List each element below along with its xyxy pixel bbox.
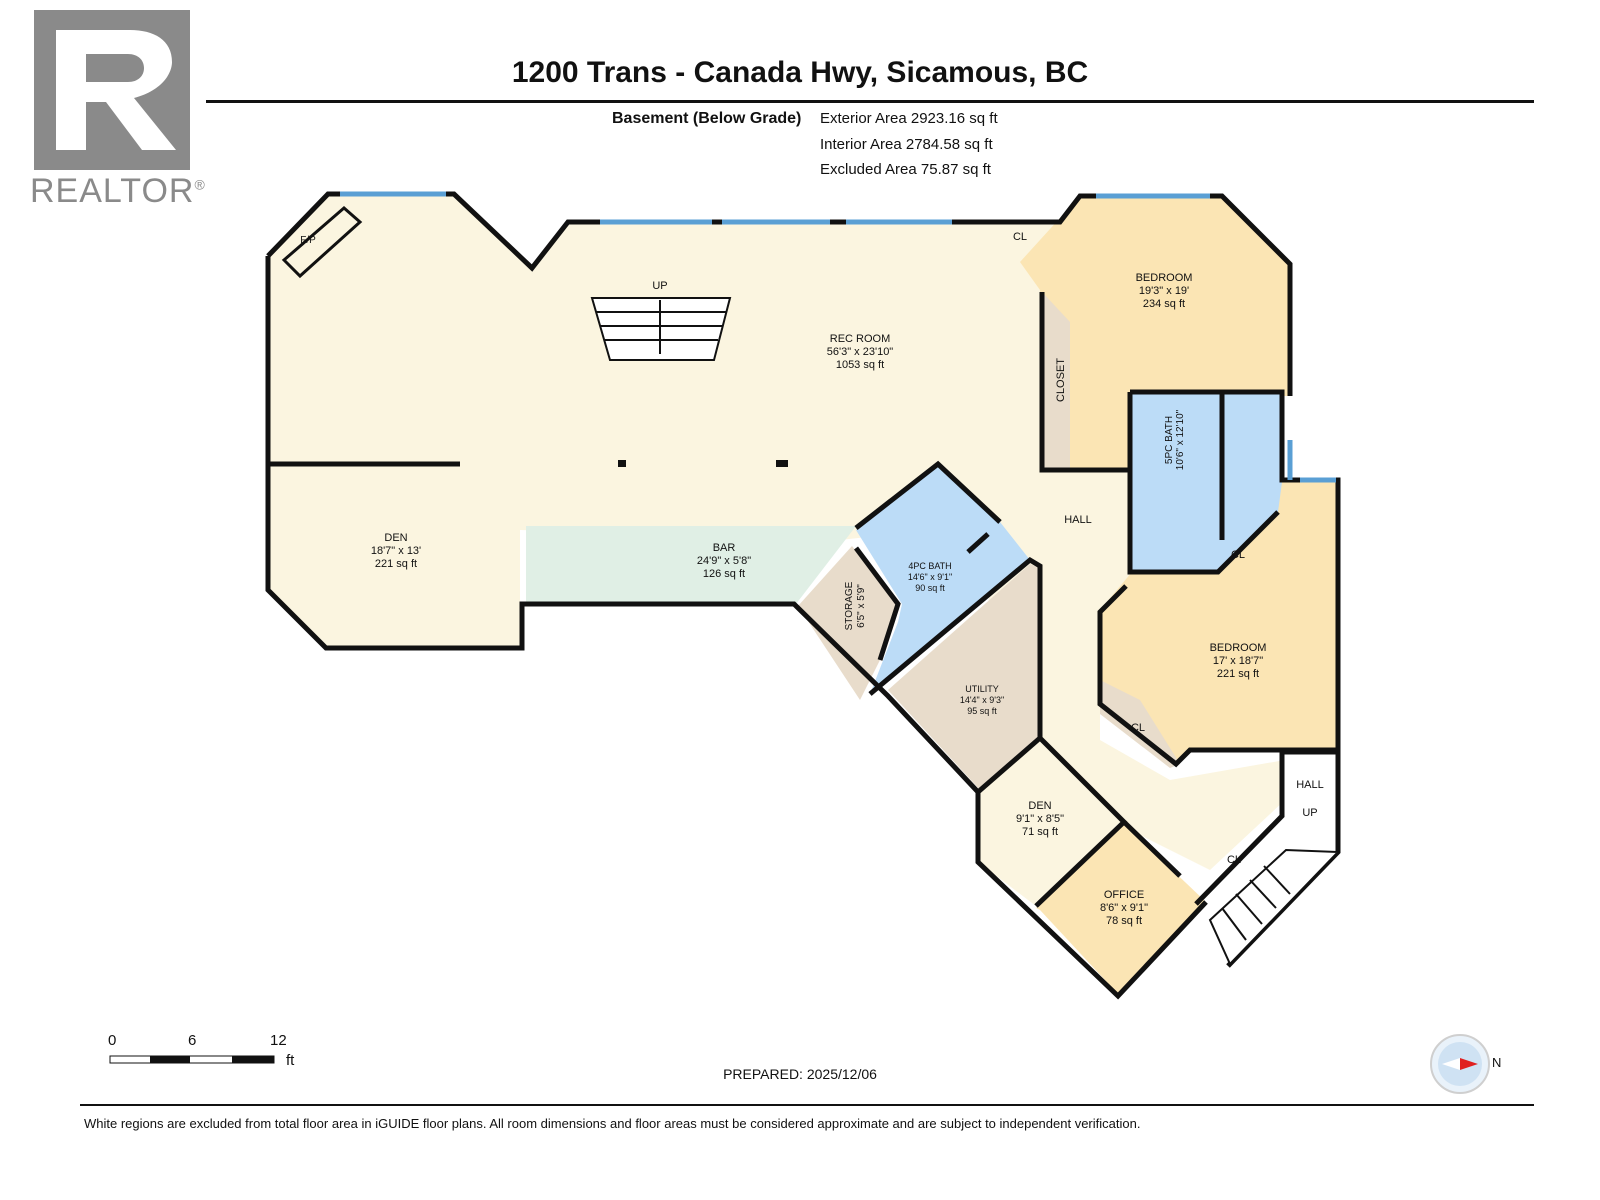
bedroom-2-dims: 17' x 18'7" [1213,655,1263,667]
den-1-area-text: 221 sq ft [375,558,417,570]
walls [265,191,1341,1000]
closet-label-1: CL [1013,231,1027,243]
stairs-up-label-1: UP [652,280,667,292]
closet-label-2: CL [1231,549,1245,561]
floor-name: Basement (Below Grade) [612,110,802,127]
bedroom-1-name: BEDROOM [1136,272,1193,284]
closet-label: CLOSET [1055,358,1067,402]
utility-area [888,564,1040,790]
stair-hall-area [1282,752,1338,852]
bath-4pc-dims: 14'6" x 9'1" [908,572,952,582]
hall-label-2: HALL [1296,779,1324,791]
rec-room-area [268,194,1060,540]
rec-room-name: REC ROOM [830,333,891,345]
bath-4pc-area [856,464,1030,694]
realtor-r-logo-icon [34,10,190,170]
bath-4pc-area-text: 90 sq ft [915,583,945,593]
page-title: 1200 Trans - Canada Hwy, Sicamous, BC [511,56,1089,89]
closet-label-3: CL [1131,722,1145,734]
office-name: OFFICE [1104,889,1144,901]
rec-room-area-text: 1053 sq ft [836,359,884,371]
interior-area: Interior Area 2784.58 sq ft [820,136,993,153]
fireplace-label: F/P [300,235,316,246]
scale-tick-6: 6 [188,1032,197,1049]
bedroom-2-area-text: 221 sq ft [1217,668,1259,680]
storage-name: STORAGE [844,581,855,630]
bar-name: BAR [713,542,736,554]
closet-area [1042,292,1070,470]
office-area-text: 78 sq ft [1106,915,1142,927]
closet-bedroom-2-area [1100,680,1180,768]
stairs-down-right-icon [1208,848,1341,966]
rec-room-dims: 56'3" x 23'10" [827,346,894,358]
den-1-area [268,466,520,648]
scale-unit: ft [286,1052,295,1069]
office-area [1036,824,1206,994]
den-2-area [978,738,1120,906]
exterior-area: Exterior Area 2923.16 sq ft [820,110,998,127]
bar-dims: 24'9" x 5'8" [697,555,751,567]
den-2-dims: 9'1" x 8'5" [1016,813,1064,825]
realtor-logo [34,10,190,170]
hall-label-1: HALL [1064,514,1092,526]
scale-tick-0: 0 [108,1032,117,1049]
den-1-name: DEN [384,532,407,544]
storage-area [798,546,898,700]
column-marker [776,460,788,467]
bedroom-2-name: BEDROOM [1210,642,1267,654]
den-2-area-text: 71 sq ft [1022,826,1058,838]
scale-tick-12: 12 [270,1032,287,1049]
prepared-date: PREPARED: 2025/12/06 [723,1066,877,1082]
utility-name: UTILITY [965,684,999,694]
utility-area-text: 95 sq ft [967,706,997,716]
scale-bar [108,1052,308,1071]
stairs-up-icon [590,297,732,361]
bedroom-2-area [1100,482,1338,764]
bedroom-1-area [1020,196,1290,470]
bedroom-1-area-text: 234 sq ft [1143,298,1185,310]
disclaimer: White regions are excluded from total fl… [84,1116,1141,1131]
bath-5pc-dims: 10'6" x 12'10" [1175,409,1186,470]
utility-dims: 14'4" x 9'3" [960,695,1004,705]
den-1-dims: 18'7" x 13' [371,545,421,557]
header-rule [206,100,1534,103]
column-marker [618,460,626,467]
fireplace-icon [281,206,363,279]
bar-area-text: 126 sq ft [703,568,745,580]
compass-icon [1430,1034,1490,1094]
bath-5pc-area [1132,392,1282,572]
realtor-wordmark: REALTOR® [30,172,206,210]
bath-5pc-name: 5PC BATH [1164,416,1175,464]
excluded-area: Excluded Area 75.87 sq ft [820,161,991,178]
office-dims: 8'6" x 9'1" [1100,902,1148,914]
bedroom-1-dims: 19'3" x 19' [1139,285,1189,297]
bath-4pc-name: 4PC BATH [908,561,951,571]
footer-rule [80,1104,1534,1106]
closet-label-4: CL [1227,854,1241,866]
compass-north-label: N [1492,1055,1502,1070]
bar-area [526,526,856,604]
storage-dims: 6'5" x 5'9" [856,584,867,628]
den-2-name: DEN [1028,800,1051,812]
windows [340,191,1336,483]
stairs-up-label-2: UP [1302,807,1317,819]
